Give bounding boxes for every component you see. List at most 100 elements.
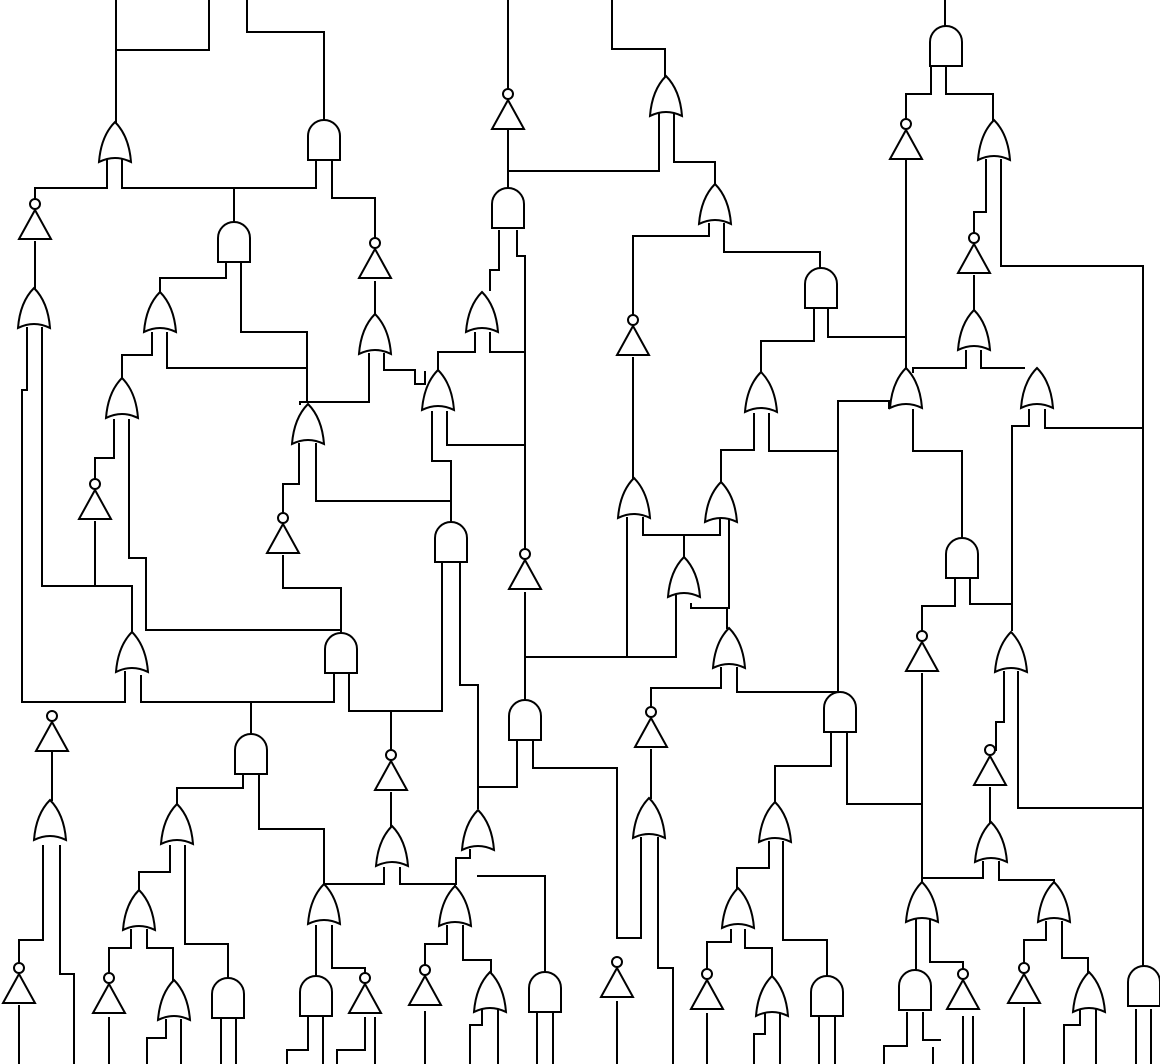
or-gate xyxy=(1071,970,1107,1014)
or-gate xyxy=(1036,880,1072,924)
wire xyxy=(507,113,660,172)
or-gate-body xyxy=(743,370,779,414)
not-gate xyxy=(77,478,113,520)
or-gate-body xyxy=(976,118,1012,162)
wire xyxy=(720,413,755,483)
wire xyxy=(1044,409,1144,429)
wire xyxy=(922,1012,941,1041)
and-gate-body xyxy=(491,187,525,229)
wire xyxy=(998,861,1055,884)
wire xyxy=(912,409,963,541)
wire xyxy=(969,577,1011,605)
or-gate xyxy=(437,884,473,928)
wire xyxy=(159,263,227,293)
and-gate xyxy=(823,691,857,733)
wire xyxy=(524,595,677,658)
or-gate-body xyxy=(703,480,739,524)
and-gate xyxy=(804,267,838,309)
or-gate xyxy=(420,368,456,412)
wire xyxy=(477,875,546,973)
wire xyxy=(446,411,526,446)
wire xyxy=(240,263,308,403)
and-gate-body xyxy=(528,971,562,1013)
wire xyxy=(1011,409,1030,631)
or-gate-body xyxy=(1071,970,1107,1014)
not-gate xyxy=(347,972,383,1014)
and-gate xyxy=(234,733,268,775)
or-gate xyxy=(121,888,157,932)
or-gate xyxy=(32,798,68,842)
not-gate xyxy=(904,630,940,672)
and-gate xyxy=(810,975,844,1017)
and-gate xyxy=(528,971,562,1013)
inversion-bubble xyxy=(916,630,928,642)
not-gate-body xyxy=(347,981,383,1014)
not-gate-body xyxy=(265,521,301,554)
inversion-bubble xyxy=(968,232,980,244)
or-gate-body xyxy=(464,290,500,334)
or-gate xyxy=(374,824,410,868)
inversion-bubble xyxy=(277,512,289,524)
or-gate xyxy=(1019,366,1055,410)
or-gate xyxy=(472,970,508,1014)
wire xyxy=(469,1009,483,1064)
not-gate-body xyxy=(888,127,924,160)
wire xyxy=(115,0,210,51)
or-gate-body xyxy=(888,366,924,410)
wire xyxy=(455,849,471,885)
not-gate xyxy=(615,314,651,356)
or-gate-body xyxy=(720,886,756,930)
wire xyxy=(532,741,642,939)
or-gate xyxy=(357,312,393,356)
wire xyxy=(1061,921,1089,973)
not-gate-body xyxy=(945,977,981,1010)
or-gate-body xyxy=(32,798,68,842)
or-gate xyxy=(616,476,652,520)
not-gate xyxy=(945,968,981,1010)
wire xyxy=(138,845,171,891)
not-gate-body xyxy=(77,487,113,520)
inversion-bubble xyxy=(13,962,25,974)
wire xyxy=(18,845,44,969)
or-gate-body xyxy=(711,626,747,670)
or-gate xyxy=(703,480,739,524)
and-gate-body xyxy=(898,969,932,1011)
and-gate-body xyxy=(211,977,245,1019)
wire xyxy=(121,159,317,189)
not-gate-body xyxy=(357,246,393,279)
wire xyxy=(459,561,479,809)
wire xyxy=(1000,159,1144,429)
not-gate-body xyxy=(91,981,127,1014)
wire xyxy=(184,845,229,979)
and-gate-body xyxy=(508,699,542,741)
not-gate-body xyxy=(1006,971,1042,1004)
wire xyxy=(21,327,126,703)
and-gate-body xyxy=(810,975,844,1017)
wire xyxy=(299,353,370,405)
or-gate xyxy=(97,120,133,164)
wire xyxy=(315,443,452,502)
wire xyxy=(282,555,342,631)
and-gate-body xyxy=(434,521,468,563)
or-gate-body xyxy=(306,882,342,926)
not-gate-body xyxy=(615,323,651,356)
or-gate xyxy=(976,118,1012,162)
or-gate-body xyxy=(973,820,1009,864)
and-gate xyxy=(945,537,979,579)
or-gate-body xyxy=(374,824,410,868)
or-gate-body xyxy=(156,978,192,1022)
not-gate-body xyxy=(490,97,526,130)
not-gate xyxy=(357,237,393,279)
or-gate-body xyxy=(993,630,1029,674)
or-gate xyxy=(156,978,192,1022)
wire xyxy=(477,741,518,788)
and-gate xyxy=(1127,965,1160,1007)
not-gate-body xyxy=(599,965,635,998)
wire xyxy=(650,667,722,713)
wire xyxy=(1017,671,1144,809)
and-gate xyxy=(217,221,251,263)
wire xyxy=(348,561,443,712)
inversion-bubble xyxy=(900,118,912,130)
not-gate xyxy=(17,198,53,240)
